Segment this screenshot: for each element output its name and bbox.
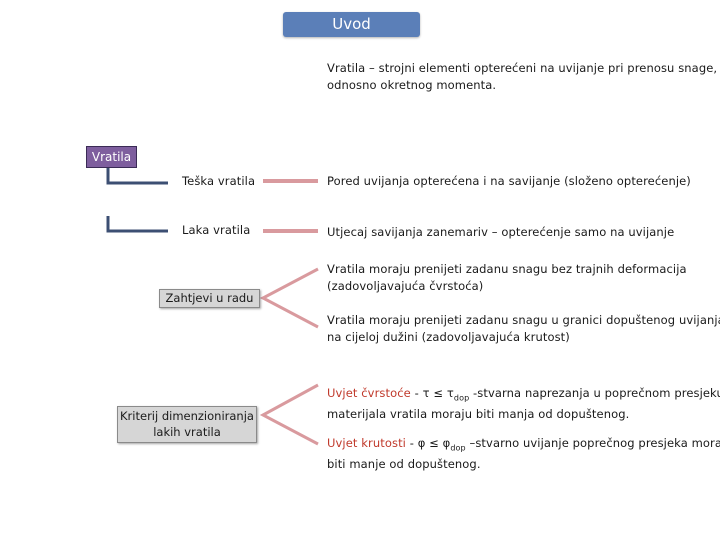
criterion-stiffness-line-2: biti manje od dopuštenog. [327,457,481,472]
branch-label-teska: Teška vratila [182,174,256,188]
criterion-stiffness-text: –stvarno uvijanje poprečnog presjeka mor… [465,436,720,450]
criterion-stiffness-subscript: dop [450,443,466,453]
branch-desc-laka: Utjecaj savijanja zanemariv – opterećenj… [327,225,675,239]
criterion-stiffness: Uvjet krutosti - φ ≤ φdop –stvarno uvija… [327,435,720,473]
intro-line-1: Vratila – strojni elementi opterećeni na… [327,61,718,75]
requirement-stiffness-line-2: na cijeloj dužini (zadovoljavajuća kruto… [327,330,570,344]
criterion-strength-text: -stvarna naprezanja u poprečnom presjeku [469,386,720,400]
branch-label-laka: Laka vratila [182,223,251,237]
intro-text: Vratila – strojni elementi opterećeni na… [327,60,717,94]
criteria-label-line-1: Kriterij dimenzioniranja [120,409,254,423]
page-title: Uvod [283,12,420,37]
connector-laka [106,216,168,233]
requirement-strength-line-2: (zadovoljavajuća čvrstoća) [327,279,484,293]
intro-line-2: odnosno okretnog momenta. [327,78,497,92]
requirement-stiffness: Vratila moraju prenijeti zadanu snagu u … [327,312,720,346]
criterion-stiffness-formula: - φ ≤ φ [405,436,451,450]
criterion-strength-subscript: dop [453,393,470,403]
requirement-strength: Vratila moraju prenijeti zadanu snagu be… [327,261,687,295]
requirement-strength-line-1: Vratila moraju prenijeti zadanu snagu be… [327,262,687,276]
criteria-node: Kriterij dimenzioniranja lakih vratila [117,406,257,443]
requirement-stiffness-line-1: Vratila moraju prenijeti zadanu snagu u … [327,313,720,327]
connector-teska [106,166,168,185]
root-node-vratila: Vratila [86,146,137,168]
criterion-strength-name: Uvjet čvrstoće [327,386,411,400]
branch-desc-teska: Pored uvijanja opterećena i na savijanje… [327,174,691,188]
chevron-criteria [259,383,319,446]
criterion-strength-formula: - τ ≤ τ [410,386,454,400]
requirements-node: Zahtjevi u radu [159,289,260,308]
criterion-stiffness-name: Uvjet krutosti [327,436,406,450]
criterion-strength-line-2: materijala vratila moraju biti manja od … [327,407,630,422]
chevron-requirements [259,267,319,329]
criterion-strength: Uvjet čvrstoće - τ ≤ τdop -stvarna napre… [327,385,720,423]
criteria-label-line-2: lakih vratila [153,425,221,439]
